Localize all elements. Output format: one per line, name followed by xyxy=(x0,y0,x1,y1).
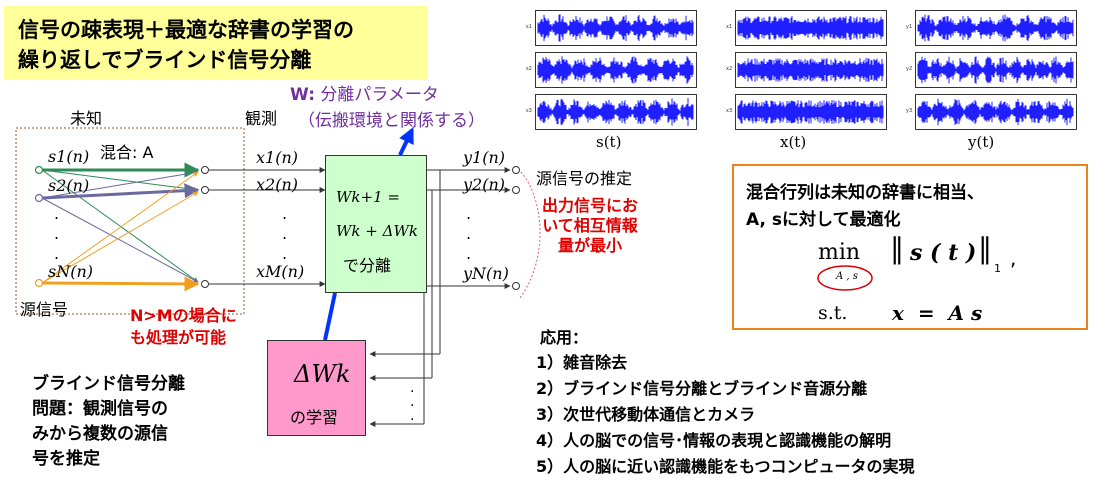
opt-min-highlight xyxy=(817,265,873,291)
bss-problem: ブラインド信号分離 問題：観測信号の みから複数の源信 号を推定 xyxy=(32,372,185,472)
bss-problem-line4: 号を推定 xyxy=(32,449,100,469)
source-s2-label: s2(n) xyxy=(48,176,90,195)
application-item: 5）人の脳に近い認識機能をもつコンピュータの実現 xyxy=(536,457,915,476)
waveform-s3 xyxy=(535,94,697,130)
norm-open: ‖ xyxy=(890,232,904,265)
observed-label: 観測 xyxy=(245,109,278,128)
waveform-x3 xyxy=(735,94,887,130)
estimate-label: 源信号の推定 xyxy=(536,169,633,188)
nm-note: N>Mの場合に も処理が可能 xyxy=(130,305,237,349)
learning-symbol: ΔWk xyxy=(294,360,351,388)
panel-label-x: x(t) xyxy=(780,133,807,151)
separator-line1: Wk+1 = xyxy=(336,188,400,206)
svg-text:.: . xyxy=(282,224,287,243)
waveform-y2 xyxy=(915,52,1077,88)
title-line-2: 繰り返しでブラインド信号分離 xyxy=(18,48,312,72)
param-label: W: 分離パラメータ xyxy=(290,85,439,105)
svg-text:.: . xyxy=(54,244,59,263)
obs-x2-label: x2(n) xyxy=(256,175,298,194)
application-item: 4）人の脳での信号･情報の表現と認識機能の解明 xyxy=(536,431,892,450)
mi-note-line2: いて相互情報 xyxy=(542,216,638,235)
separator-line2: Wk + ΔWk xyxy=(336,222,418,240)
nm-note-line1: N>Mの場合に xyxy=(130,306,237,325)
panel-label-s: s(t) xyxy=(596,133,622,151)
opt-line1: 混合行列は未知の辞書に相当、 xyxy=(746,183,984,203)
opt-objective: s ( t ) xyxy=(910,240,977,266)
learning-label: の学習 xyxy=(290,408,339,427)
svg-text:.: . xyxy=(410,380,414,396)
source-sn-label: sN(n) xyxy=(48,262,93,281)
param-sub: （伝搬環境と関係する） xyxy=(298,111,485,131)
waveform-channel-label: y1 xyxy=(906,24,913,30)
application-item: 3）次世代移動体通信とカメラ xyxy=(536,405,756,424)
optimization-box xyxy=(732,164,1088,330)
waveform-channel-label: x2 xyxy=(726,66,733,72)
obs-xm-label: xM(n) xyxy=(256,262,305,281)
opt-constraint: x = A s xyxy=(892,301,983,325)
waveform-x2 xyxy=(735,52,887,88)
bss-problem-line1: ブラインド信号分離 xyxy=(32,374,185,394)
svg-text:.: . xyxy=(466,224,471,243)
waveform-channel-label: y3 xyxy=(906,108,913,114)
svg-text:.: . xyxy=(282,204,287,223)
waveform-channel-label: x1 xyxy=(726,24,733,30)
waveform-channel-label: x3 xyxy=(726,108,733,114)
bss-problem-line2: 問題：観測信号の xyxy=(32,399,168,419)
panel-label-y: y(t) xyxy=(968,133,995,151)
opt-norm-sub: 1 xyxy=(994,262,1001,275)
norm-close: ‖ xyxy=(978,232,992,265)
waveform-channel-label: s2 xyxy=(526,66,532,72)
svg-text:.: . xyxy=(54,224,59,243)
opt-line2: A, sに対して最適化 xyxy=(746,210,901,230)
applications-list: 1）雑音除去 2）ブラインド信号分離とブラインド音源分離 3）次世代移動体通信と… xyxy=(536,350,915,480)
waveform-channel-label: s1 xyxy=(526,24,532,30)
obs-x1-label: x1(n) xyxy=(256,148,298,167)
learning-box xyxy=(267,340,366,436)
separator-box xyxy=(325,155,427,293)
mixing-label: 混合: A xyxy=(100,143,154,162)
unknown-label: 未知 xyxy=(70,109,103,128)
svg-text:.: . xyxy=(282,244,287,263)
opt-comma: , xyxy=(1010,246,1017,270)
out-y2-label: y2(n) xyxy=(463,175,506,194)
application-item: 1）雑音除去 xyxy=(536,353,628,372)
source-s1-label: s1(n) xyxy=(48,147,90,166)
separator-line3: で分離 xyxy=(343,256,392,275)
unknown-region xyxy=(15,127,245,315)
applications-heading: 応用： xyxy=(540,328,589,347)
out-y1-label: y1(n) xyxy=(463,148,506,167)
out-yn-label: yN(n) xyxy=(463,264,509,283)
param-label-text: 分離パラメータ xyxy=(315,85,439,105)
application-item: 2）ブラインド信号分離とブラインド音源分離 xyxy=(536,379,868,398)
title-box xyxy=(4,6,428,80)
waveform-x1 xyxy=(735,10,887,46)
waveform-channel-label: y2 xyxy=(906,66,913,72)
waveform-channel-label: s3 xyxy=(526,108,532,114)
mi-note-line3: 量が最小 xyxy=(558,236,623,255)
opt-st: s.t. xyxy=(818,302,848,324)
svg-text:.: . xyxy=(466,244,471,263)
mi-note: 出力信号にお いて相互情報 量が最小 xyxy=(542,196,638,256)
svg-text:.: . xyxy=(410,394,414,410)
opt-min-sub: A , s xyxy=(836,271,858,282)
waveform-s2 xyxy=(535,52,697,88)
opt-min: min xyxy=(818,240,861,265)
mi-note-line1: 出力信号にお xyxy=(542,196,639,215)
svg-text:.: . xyxy=(466,204,471,223)
svg-text:.: . xyxy=(54,204,59,223)
nm-note-line2: も処理が可能 xyxy=(130,328,227,347)
waveform-y1 xyxy=(915,10,1077,46)
bss-problem-line3: みから複数の源信 xyxy=(32,424,168,444)
waveform-s1 xyxy=(535,10,697,46)
svg-text:.: . xyxy=(410,408,414,424)
waveform-y3 xyxy=(915,94,1077,130)
title-line-1: 信号の疎表現＋最適な辞書の学習の xyxy=(18,18,354,42)
